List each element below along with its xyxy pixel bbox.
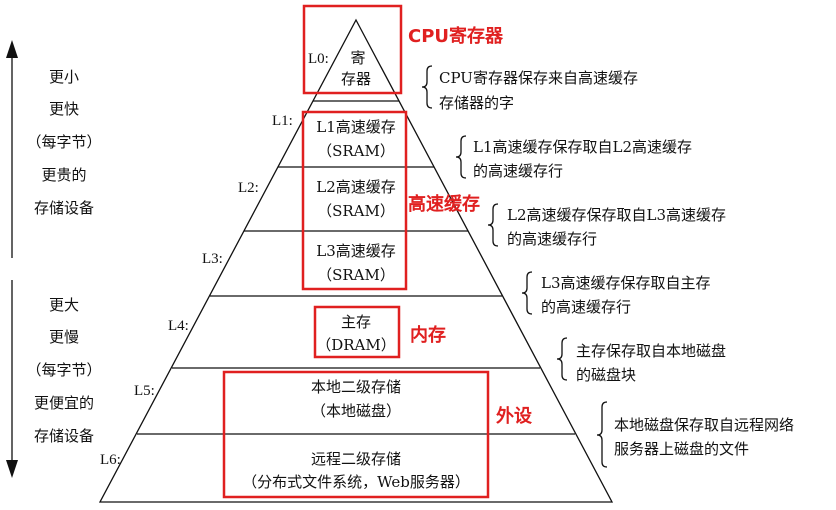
- note-l3-line: 的高速缓存行: [541, 298, 631, 316]
- cpu-register-callout: CPU寄存器: [408, 25, 504, 47]
- cache-box: [301, 110, 408, 291]
- brace-l0: [421, 65, 433, 109]
- note-l1-line: L1高速缓存保存取自L2高速缓存: [473, 138, 692, 156]
- level-l3: L3高速缓存 （SRAM）: [316, 242, 396, 284]
- note-l4-line: 主存保存取自本地磁盘: [576, 342, 726, 360]
- brace-l1: [455, 135, 467, 179]
- level-l1-line: L1高速缓存: [316, 118, 396, 136]
- note-l0-line: CPU寄存器保存来自高速缓存: [439, 69, 638, 87]
- memory-callout: 内存: [410, 324, 446, 346]
- note-l2-line: L2高速缓存保存取自L3高速缓存: [507, 206, 726, 224]
- note-l5-line: 本地磁盘保存取自远程网络: [614, 416, 794, 434]
- bottom-side-line: 更慢: [49, 328, 79, 346]
- level-l5: 本地二级存储 （本地磁盘）: [311, 378, 401, 420]
- top-side-line: （每字节）: [26, 133, 101, 151]
- note-l5-line: 服务器上磁盘的文件: [614, 440, 749, 458]
- level-l0: 寄 存器: [341, 49, 371, 88]
- brace-l4: [556, 337, 568, 381]
- level-l0-line: 存器: [341, 70, 371, 88]
- level-l2-line: （SRAM）: [317, 202, 395, 220]
- top-side-line: 更快: [49, 100, 79, 118]
- level-l3-line: （SRAM）: [317, 266, 395, 284]
- faster-arrow: [6, 40, 18, 258]
- right-notes: CPU寄存器保存来自高速缓存 存储器的字 L1高速缓存保存取自L2高速缓存 的高…: [439, 69, 794, 458]
- level-l0-line: 寄: [350, 49, 365, 67]
- level-l2-line: L2高速缓存: [316, 178, 396, 196]
- top-side-line: 存储设备: [34, 199, 94, 217]
- level-label-l6: L6:: [100, 452, 121, 468]
- top-side-line: 更贵的: [41, 166, 86, 184]
- level-l4: 主存 （DRAM）: [316, 313, 396, 354]
- level-label-l2: L2:: [238, 180, 259, 196]
- level-labels: L0: L1: L2: L3: L4: L5: L6:: [100, 51, 329, 468]
- brace-l3: [521, 271, 533, 315]
- bottom-side-labels: 更大 更慢 （每字节） 更便宜的 存储设备: [26, 296, 101, 445]
- right-braces: [421, 65, 608, 468]
- level-l4-line: 主存: [341, 313, 371, 331]
- note-l4-line: 的磁盘块: [576, 366, 636, 384]
- highlight-boxes: [222, 4, 490, 499]
- cpu-register-box: [302, 4, 403, 95]
- memory-box: [313, 305, 401, 359]
- peripheral-box: [222, 370, 490, 499]
- level-l4-line: （DRAM）: [316, 336, 396, 354]
- brace-l5: [596, 401, 608, 468]
- bottom-side-line: （每字节）: [26, 361, 101, 379]
- level-l5-line: （本地磁盘）: [311, 402, 401, 420]
- bottom-side-line: 更便宜的: [34, 394, 94, 412]
- level-label-l4: L4:: [168, 318, 189, 334]
- level-l1: L1高速缓存 （SRAM）: [316, 118, 396, 160]
- level-label-l1: L1:: [272, 113, 293, 129]
- slower-arrow: [6, 280, 18, 478]
- pyramid-outline: [98, 18, 614, 503]
- note-l3-line: L3高速缓存保存取自主存: [541, 274, 711, 292]
- level-label-l0: L0:: [308, 51, 329, 67]
- level-l1-line: （SRAM）: [317, 142, 395, 160]
- brace-l2: [487, 203, 499, 247]
- top-side-labels: 更小 更快 （每字节） 更贵的 存储设备: [26, 68, 101, 217]
- note-l0-line: 存储器的字: [439, 94, 514, 112]
- level-label-l5: L5:: [134, 383, 155, 399]
- note-l2-line: 的高速缓存行: [507, 230, 597, 248]
- bottom-side-line: 存储设备: [34, 427, 94, 445]
- level-l3-line: L3高速缓存: [316, 242, 396, 260]
- level-l5-line: 本地二级存储: [311, 378, 401, 396]
- level-l2: L2高速缓存 （SRAM）: [316, 178, 396, 220]
- peripheral-callout: 外设: [496, 405, 532, 427]
- cache-callout: 高速缓存: [408, 193, 480, 215]
- bottom-side-line: 更大: [49, 296, 79, 314]
- level-l6: 远程二级存储 （分布式文件系统，Web服务器）: [242, 450, 470, 491]
- level-label-l3: L3:: [202, 251, 223, 267]
- note-l1-line: 的高速缓存行: [473, 162, 563, 180]
- level-l6-line: 远程二级存储: [311, 450, 401, 468]
- level-l6-line: （分布式文件系统，Web服务器）: [242, 473, 470, 491]
- top-side-line: 更小: [49, 68, 79, 86]
